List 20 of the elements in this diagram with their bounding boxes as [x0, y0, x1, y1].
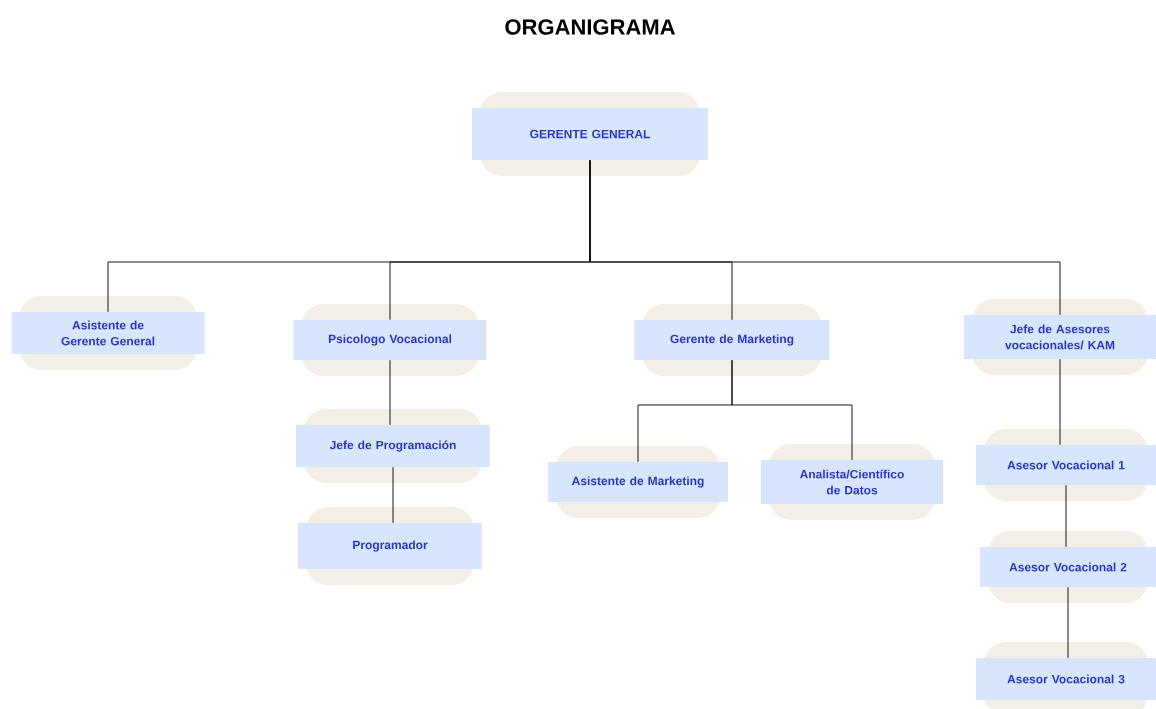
org-box: Psicologo Vocacional [293, 304, 487, 376]
title: ORGANIGRAMA [505, 19, 675, 35]
connector-line [1059, 358, 1061, 446]
connector-line [731, 359, 853, 461]
connector-line [589, 159, 1061, 316]
org-box: Asesor Vocacional 1 [976, 429, 1156, 501]
org-box: Asistente de Marketing [548, 446, 728, 518]
connector-line [1065, 484, 1067, 548]
org-box: Gerente de Marketing [634, 304, 830, 376]
org-box: Asistente de Gerente General [11, 296, 205, 370]
org-box: GERENTE GENERAL [472, 92, 708, 176]
connector-line [392, 466, 394, 524]
org-box: Jefe de Asesores vocacionales/ KAM [964, 299, 1156, 375]
connector-line [1067, 586, 1069, 659]
connector-line [389, 359, 391, 426]
org-box: Analista/Científico de Datos [761, 444, 943, 520]
org-box: Asesor Vocacional 2 [980, 531, 1156, 603]
org-box: Jefe de Programación [296, 409, 490, 483]
org-box: Programador [298, 507, 482, 585]
org-box: Asesor Vocacional 3 [976, 642, 1156, 709]
